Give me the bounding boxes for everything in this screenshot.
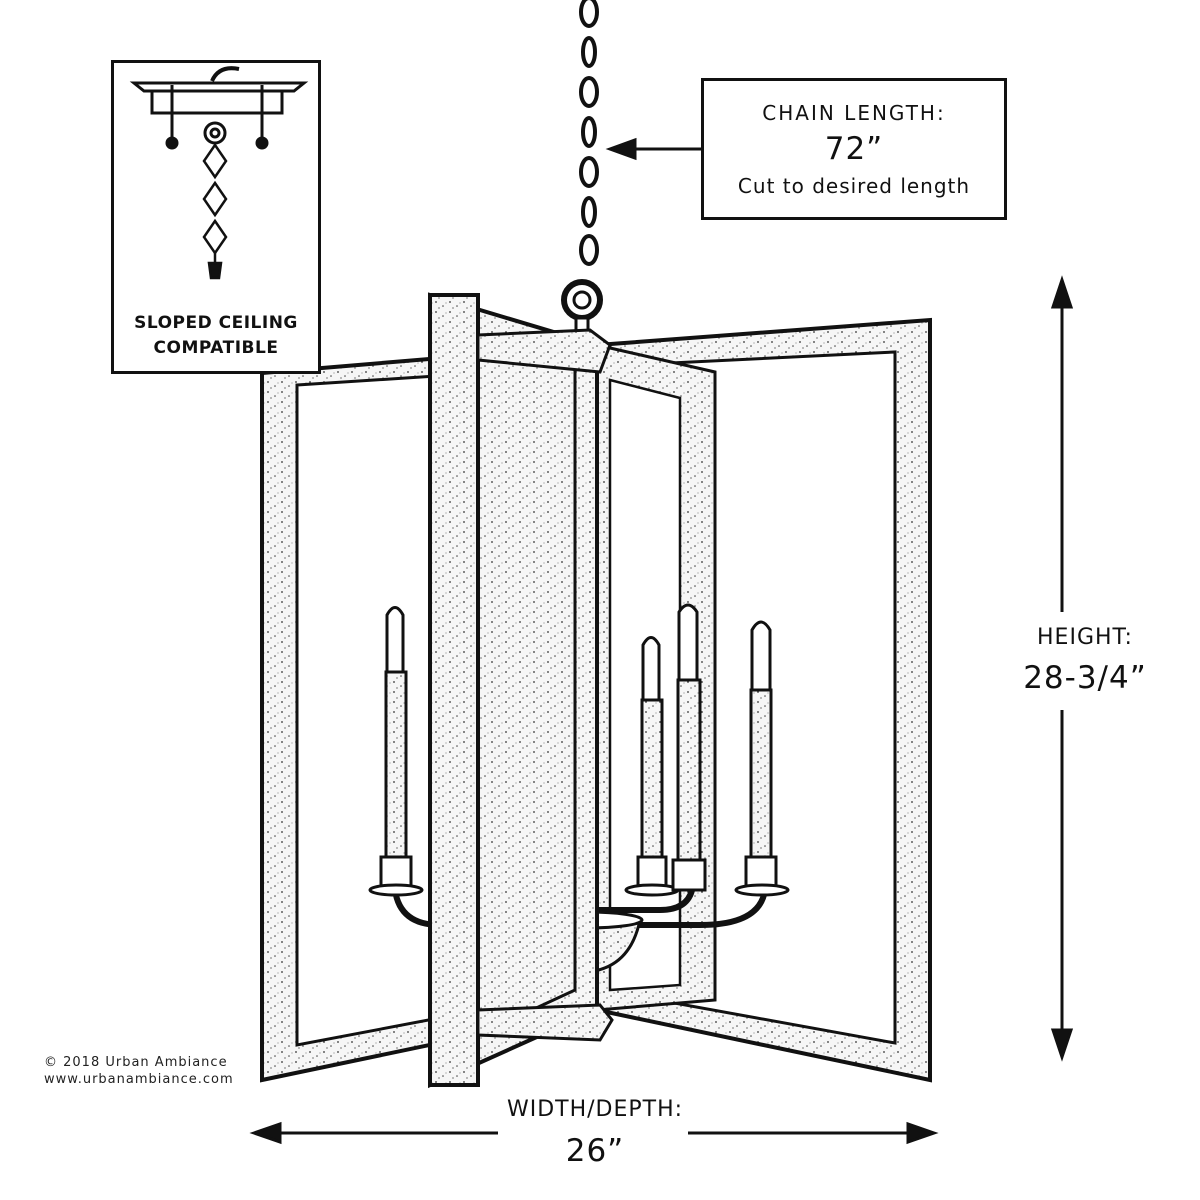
height-value: 28-3/4” (1023, 660, 1147, 696)
height-arrow (1050, 275, 1074, 1062)
chain-length-note: Cut to desired length (737, 174, 971, 198)
chain-length-callout: CHAIN LENGTH: 72” Cut to desired length (701, 78, 1007, 220)
candle-6 (734, 620, 790, 897)
width-depth-value: 26” (565, 1133, 625, 1169)
candle-5 (671, 603, 707, 892)
inset-caption-line2: COMPATIBLE (153, 338, 279, 358)
chain-length-label: CHAIN LENGTH: (762, 101, 946, 125)
copyright-line: © 2018 Urban Ambiance (44, 1055, 228, 1070)
chain-arrow (605, 137, 701, 161)
height-label: HEIGHT: (1037, 625, 1133, 650)
front-frame (428, 292, 599, 1089)
chain (561, 0, 603, 321)
chain-length-value: 72” (824, 131, 884, 167)
copyright-notice: © 2018 Urban Ambiance www.urbanambiance.… (44, 1054, 234, 1088)
sloped-ceiling-inset: SLOPED CEILING COMPATIBLE (111, 60, 321, 374)
candle-1 (368, 606, 424, 897)
sloped-ceiling-canopy-icon (129, 66, 309, 280)
hub-plates (476, 328, 614, 1042)
candle-4 (624, 636, 680, 897)
width-depth-label: WIDTH/DEPTH: (506, 1097, 684, 1122)
width-arrow (249, 1121, 939, 1145)
website-url: www.urbanambiance.com (44, 1072, 234, 1087)
inset-caption-line1: SLOPED CEILING (134, 313, 298, 333)
